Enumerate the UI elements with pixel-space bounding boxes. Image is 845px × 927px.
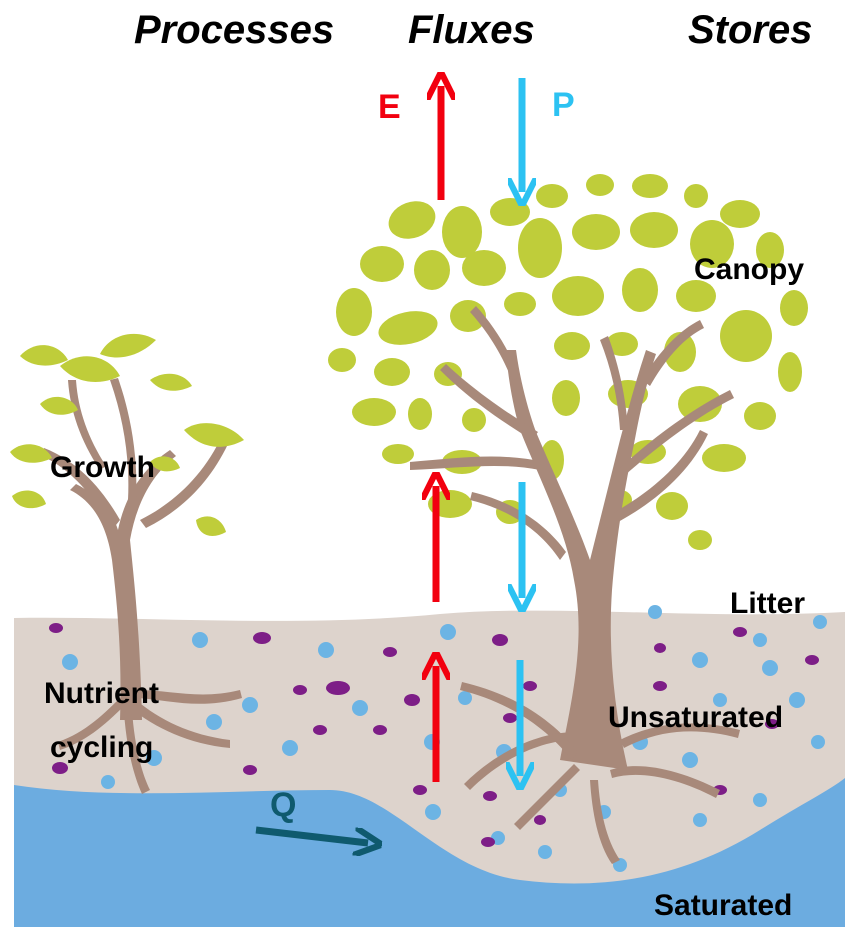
nutrient-cycling-label-line2: cycling [50,730,153,766]
unsaturated-label: Unsaturated [608,700,783,736]
precipitation-label: P [552,86,575,125]
canopy-label: Canopy [694,252,804,288]
fluxes-header: Fluxes [408,6,535,54]
nutrient-cycling-label-line1: Nutrient [44,676,159,712]
processes-header: Processes [134,6,334,54]
discharge-label: Q [270,786,296,825]
litter-label: Litter [730,586,805,622]
saturated-label: Saturated [654,888,792,924]
growth-label: Growth [50,450,155,486]
canopy-leaves [328,174,808,550]
stores-header: Stores [688,6,813,54]
evaporation-label: E [378,88,401,127]
